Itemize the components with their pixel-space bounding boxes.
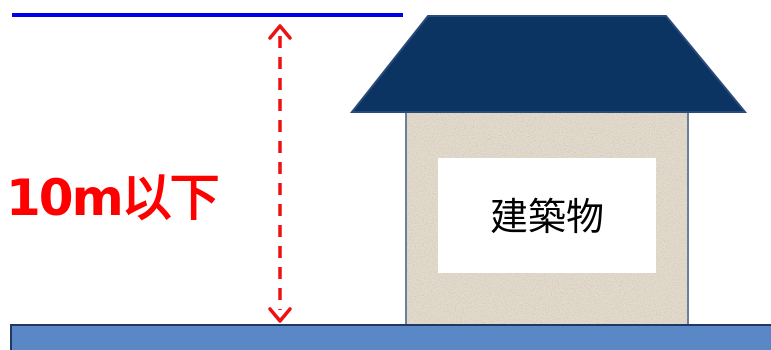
- building-label-box: [438, 158, 656, 273]
- height-dimension-arrow: [268, 24, 292, 323]
- building-roof: [349, 15, 748, 113]
- building: 建築物: [349, 15, 748, 329]
- building-label: 建築物: [490, 195, 604, 239]
- arrow-head-down-icon: [268, 307, 292, 323]
- height-label: 10m以下: [6, 169, 219, 227]
- ground: [10, 324, 771, 350]
- arrow-head-up-icon: [268, 24, 292, 40]
